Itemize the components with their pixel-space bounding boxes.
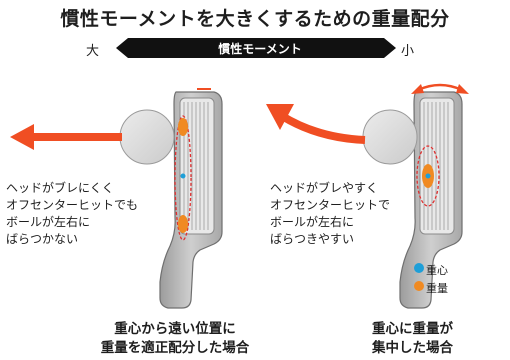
- right-weight-spread-ellipse: [416, 145, 440, 207]
- right-ball: [362, 109, 418, 165]
- right-ball-direction-arrow: [266, 104, 366, 144]
- legend-weight: 重量: [426, 282, 448, 295]
- right-center-of-gravity: [425, 173, 431, 179]
- legend-weight-dot: [414, 281, 424, 291]
- legend-cg-dot: [414, 263, 424, 273]
- legend-center-of-gravity: 重心: [426, 264, 448, 277]
- left-center-of-gravity: [180, 173, 186, 179]
- scale-large-label: 大: [86, 44, 100, 59]
- right-description: ヘッドがブレやすく オフセンターヒットで ボールが左右に ばらつきやすい: [270, 181, 391, 246]
- right-caption: 重心に重量が 集中した場合: [372, 321, 453, 356]
- left-weight-top: [178, 118, 188, 136]
- left-caption: 重心から遠い位置に 重量を適正配分した場合: [100, 321, 250, 356]
- right-head-wobble-arrow: [411, 83, 469, 94]
- left-description: ヘッドがブレにくく オフセンターヒットでも ボールが左右に ばらつかない: [6, 181, 139, 246]
- inertia-scale-bar: [116, 38, 396, 58]
- diagram-title: 慣性モーメントを大きくするための重量配分: [60, 8, 450, 30]
- left-ball-direction-arrow: [10, 124, 122, 150]
- scale-small-label: 小: [401, 44, 415, 59]
- left-weight-bottom: [178, 215, 188, 233]
- left-ball: [119, 109, 175, 165]
- left-weight-spread-ellipse: [174, 115, 192, 241]
- scale-label: 慣性モーメント: [218, 42, 302, 56]
